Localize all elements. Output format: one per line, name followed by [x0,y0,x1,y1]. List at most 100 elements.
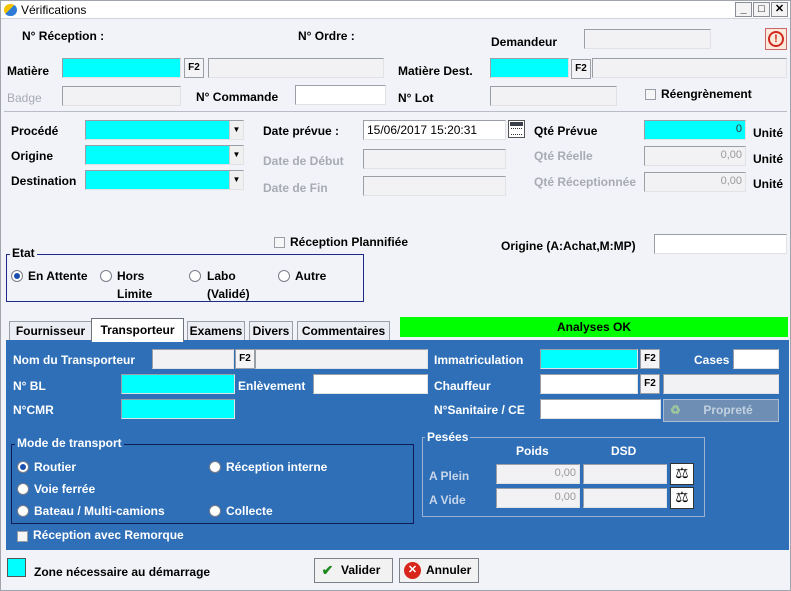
reception-number-label: N° Réception : [22,29,105,43]
routier-radio[interactable] [17,461,29,473]
origine-select[interactable]: ▼ [85,145,244,165]
badge-field[interactable] [62,86,181,106]
reengrenement-label: Réengrènement [661,87,752,101]
matiere-dest-field[interactable] [490,58,569,78]
commande-field[interactable] [295,85,386,105]
qte-prevue-field[interactable]: 0 [644,120,746,140]
analyses-status-badge: Analyses OK [400,317,788,337]
transporteur-f2-button[interactable]: F2 [235,349,255,369]
a-plein-weight-field[interactable]: 0,00 [496,464,580,484]
annuler-button[interactable]: ✕ Annuler [399,558,479,583]
pesees-title: Pesées [425,430,471,444]
destination-label: Destination [11,174,77,188]
enlevement-field[interactable] [313,374,428,394]
matiere-f2-button[interactable]: F2 [184,58,204,78]
reception-planifiee-label: Réception Plannifiée [290,235,409,249]
routier-label: Routier [34,460,76,474]
qte-receptionnee-field[interactable]: 0,00 [644,172,746,192]
bl-field[interactable] [121,374,235,394]
remorque-checkbox[interactable] [17,531,28,542]
autre-radio[interactable] [278,270,290,282]
nom-transporteur-field[interactable] [152,349,234,369]
cmr-field[interactable] [121,399,235,419]
chauffeur-label: Chauffeur [434,379,491,393]
qte-reelle-field[interactable]: 0,00 [644,146,746,166]
date-debut-field[interactable] [363,149,506,169]
lot-field[interactable] [490,86,617,106]
a-vide-dsd-field[interactable] [583,488,667,508]
date-prevue-field[interactable]: 15/06/2017 15:20:31 [363,120,506,140]
dsd-label: DSD [611,444,637,458]
reengrenement-checkbox[interactable] [645,89,656,100]
required-zone-legend: Zone nécessaire au démarrage [34,565,211,579]
bateau-radio[interactable] [17,505,29,517]
valider-label: Valider [341,563,381,577]
matiere-description-field[interactable] [208,58,384,78]
reception-interne-radio[interactable] [209,461,221,473]
badge-label: Badge [7,91,42,105]
unite-label: Unité [753,152,783,166]
chauffeur-field[interactable] [540,374,638,394]
required-zone-swatch [7,558,26,577]
matiere-dest-label: Matière Dest. [398,64,473,78]
tab-examens[interactable]: Examens [187,321,245,341]
labo-label-line2: (Validé) [207,287,250,301]
minimize-button[interactable]: _ [735,2,752,17]
pesees-group [422,437,705,517]
window-title: Vérifications [21,3,87,17]
en-attente-radio[interactable] [11,270,23,282]
reception-planifiee-checkbox[interactable] [274,237,285,248]
recycle-icon: ♻ [670,403,681,417]
destination-select[interactable]: ▼ [85,170,244,190]
hors-limite-label-line2: Limite [117,287,153,301]
collecte-label: Collecte [226,504,273,518]
chauffeur-f2-button[interactable]: F2 [640,374,660,394]
matiere-field[interactable] [62,58,181,78]
alert-icon: ! [768,31,784,47]
calendar-icon[interactable] [508,120,525,138]
matiere-label: Matière [7,64,50,78]
procede-select[interactable]: ▼ [85,120,244,140]
chauffeur-description-field[interactable] [663,374,779,394]
chevron-down-icon[interactable]: ▼ [229,146,243,164]
valider-button[interactable]: ✔ Valider [314,558,393,583]
cmr-label: N°CMR [13,403,54,417]
bl-label: N° BL [13,379,46,393]
tab-commentaires[interactable]: Commentaires [297,321,390,341]
sanitaire-field[interactable] [540,399,661,419]
collecte-radio[interactable] [209,505,221,517]
voie-ferree-radio[interactable] [17,483,29,495]
proprete-button[interactable]: ♻ Propreté [663,399,779,422]
labo-radio[interactable] [189,270,201,282]
qte-receptionnee-label: Qté Réceptionnée [534,175,637,189]
tab-fournisseur[interactable]: Fournisseur [9,321,92,341]
tab-divers[interactable]: Divers [249,321,293,341]
chevron-down-icon[interactable]: ▼ [229,121,243,139]
immatriculation-field[interactable] [540,349,638,369]
chevron-down-icon[interactable]: ▼ [229,171,243,189]
a-plein-scale-icon[interactable]: ⚖ [670,463,694,485]
date-prevue-label: Date prévue : [263,124,340,138]
cases-label: Cases [694,353,730,367]
date-fin-field[interactable] [363,176,506,196]
immatriculation-f2-button[interactable]: F2 [640,349,660,369]
alert-button[interactable]: ! [765,28,787,50]
a-vide-weight-field[interactable]: 0,00 [496,488,580,508]
nom-transporteur-label: Nom du Transporteur [13,353,136,367]
a-plein-dsd-field[interactable] [583,464,667,484]
matiere-dest-f2-button[interactable]: F2 [571,59,591,79]
hors-limite-radio[interactable] [100,270,112,282]
origine-achat-field[interactable] [654,234,787,254]
transporteur-description-field[interactable] [255,349,428,369]
reception-interne-label: Réception interne [226,460,328,474]
close-button[interactable]: ✕ [771,2,788,17]
a-vide-scale-icon[interactable]: ⚖ [670,487,694,509]
autre-label: Autre [295,269,327,283]
demandeur-field[interactable] [584,29,711,49]
a-vide-label: A Vide [429,493,466,507]
maximize-button[interactable]: □ [753,2,770,17]
tab-transporteur[interactable]: Transporteur [91,318,184,342]
cases-field[interactable] [733,349,779,369]
matiere-dest-description-field[interactable] [592,58,787,78]
qte-reelle-label: Qté Réelle [534,149,593,163]
